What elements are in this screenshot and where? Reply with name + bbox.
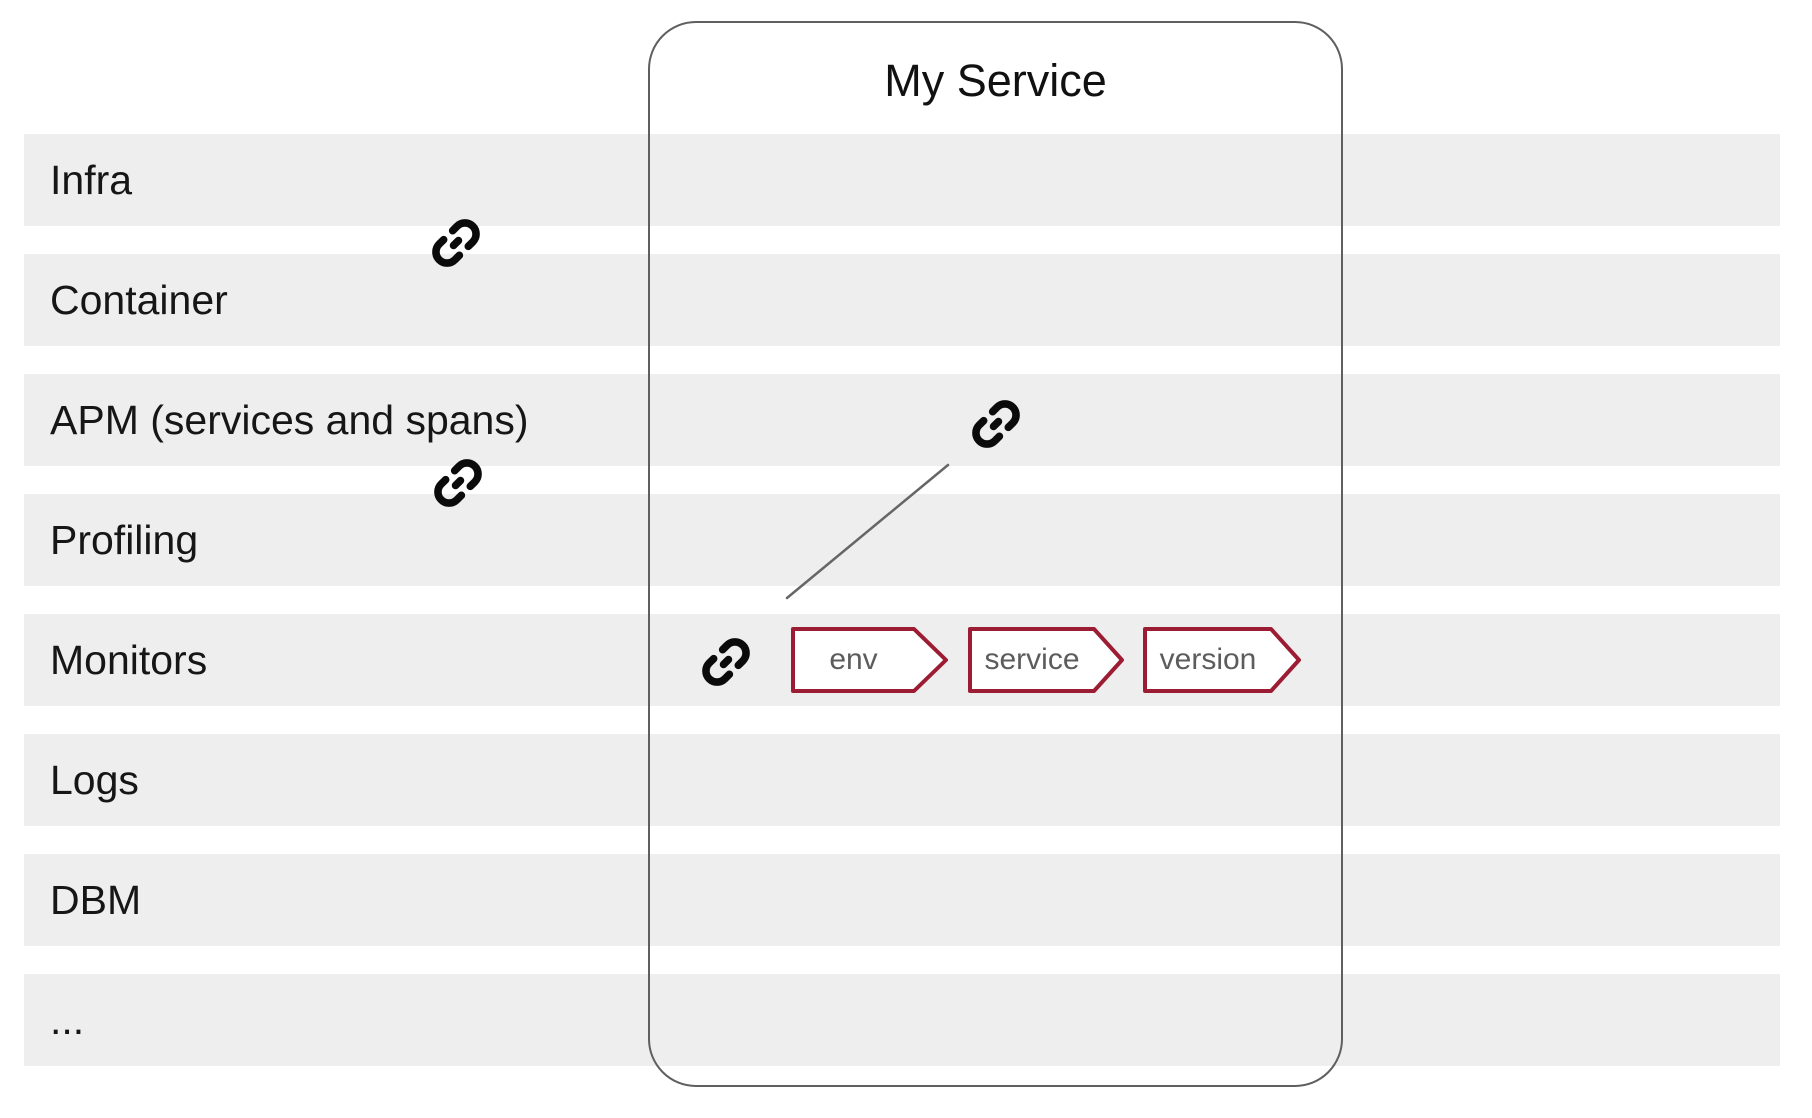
row-label: APM (services and spans) [50, 396, 529, 443]
row-label: Profiling [50, 516, 199, 563]
link-icon [688, 624, 764, 700]
link-icon [418, 205, 494, 281]
row-dbm: DBM [24, 854, 1780, 946]
row-more: ... [24, 974, 1780, 1066]
row-container: Container [24, 254, 1780, 346]
row-label: Infra [50, 156, 133, 203]
tag-version-label: version [1159, 643, 1257, 676]
link-icon [958, 386, 1034, 462]
tag-env: env [791, 627, 948, 693]
service-box [648, 21, 1343, 1087]
row-apm: APM (services and spans) [24, 374, 1780, 466]
tag-service: service [968, 627, 1124, 693]
link-icon [420, 445, 496, 521]
row-logs: Logs [24, 734, 1780, 826]
row-infra: Infra [24, 134, 1780, 226]
row-label: ... [50, 996, 85, 1043]
tag-version: version [1143, 627, 1301, 693]
row-label: DBM [50, 876, 142, 923]
row-label: Logs [50, 756, 139, 803]
row-label: Monitors [50, 636, 208, 683]
service-box-title: My Service [884, 55, 1107, 106]
tag-service-label: service [984, 643, 1080, 676]
tag-env-label: env [829, 643, 878, 676]
row-label: Container [50, 276, 228, 323]
telemetry-rows: Infra Container APM (services and spans)… [24, 134, 1780, 1094]
